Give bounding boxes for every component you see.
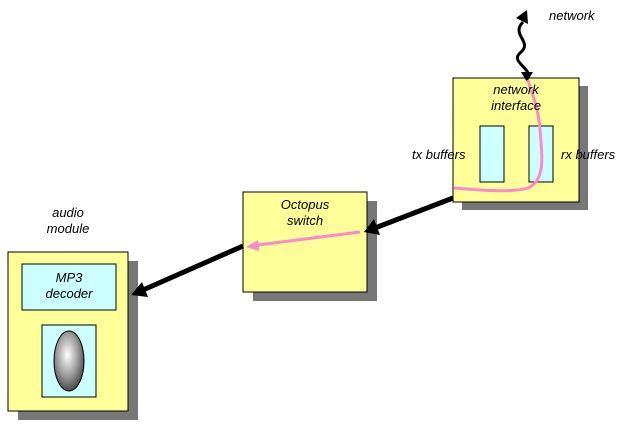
network-interface-label-line1: network: [493, 82, 539, 97]
network-interface-label-line2: interface: [491, 98, 541, 113]
speaker-icon: [53, 330, 85, 392]
mp3-decoder-label-line2: decoder: [45, 286, 93, 301]
ni-to-switch-arrow: [374, 195, 454, 231]
octopus-switch-label: Octopus switch: [250, 197, 360, 229]
audio-module-label-line1: audio: [52, 205, 84, 220]
ni-to-switch-arrowhead: [364, 219, 380, 235]
octopus-switch-label-line2: switch: [286, 213, 324, 228]
switch-to-audio-arrow: [141, 243, 245, 293]
network-link-arrowhead-bottom: [521, 72, 533, 82]
switch-to-audio-arrowhead: [131, 282, 148, 297]
network-label: network: [549, 8, 595, 23]
mp3-decoder-label: MP3 decoder: [22, 270, 116, 302]
mp3-decoder-box: [21, 263, 117, 311]
switch-data-path-arrowhead: [246, 240, 259, 251]
mp3-decoder-label-line1: MP3: [55, 270, 83, 285]
rx-buffers-label: rx buffers: [561, 147, 616, 162]
audio-module-label-line2: module: [46, 221, 90, 236]
network-interface-label: network interface: [458, 82, 574, 114]
octopus-switch-label-line1: Octopus: [280, 197, 330, 212]
audio-module-label: audio module: [30, 205, 106, 237]
octopus-switch-box: [242, 191, 377, 301]
network-interface-panel: [452, 77, 580, 203]
tx-buffers-label: tx buffers: [412, 147, 466, 162]
network-link-arrowhead-top: [516, 10, 528, 24]
tx-buffer: [479, 125, 505, 183]
dataflow-arrows: [131, 10, 533, 297]
switch-data-path: [257, 230, 361, 247]
audio-module-box: [7, 251, 138, 420]
ni-data-path: [453, 79, 544, 193]
data-path: [246, 79, 544, 251]
octopus-switch-panel: [242, 191, 368, 293]
network-link-wave: [516, 20, 530, 79]
